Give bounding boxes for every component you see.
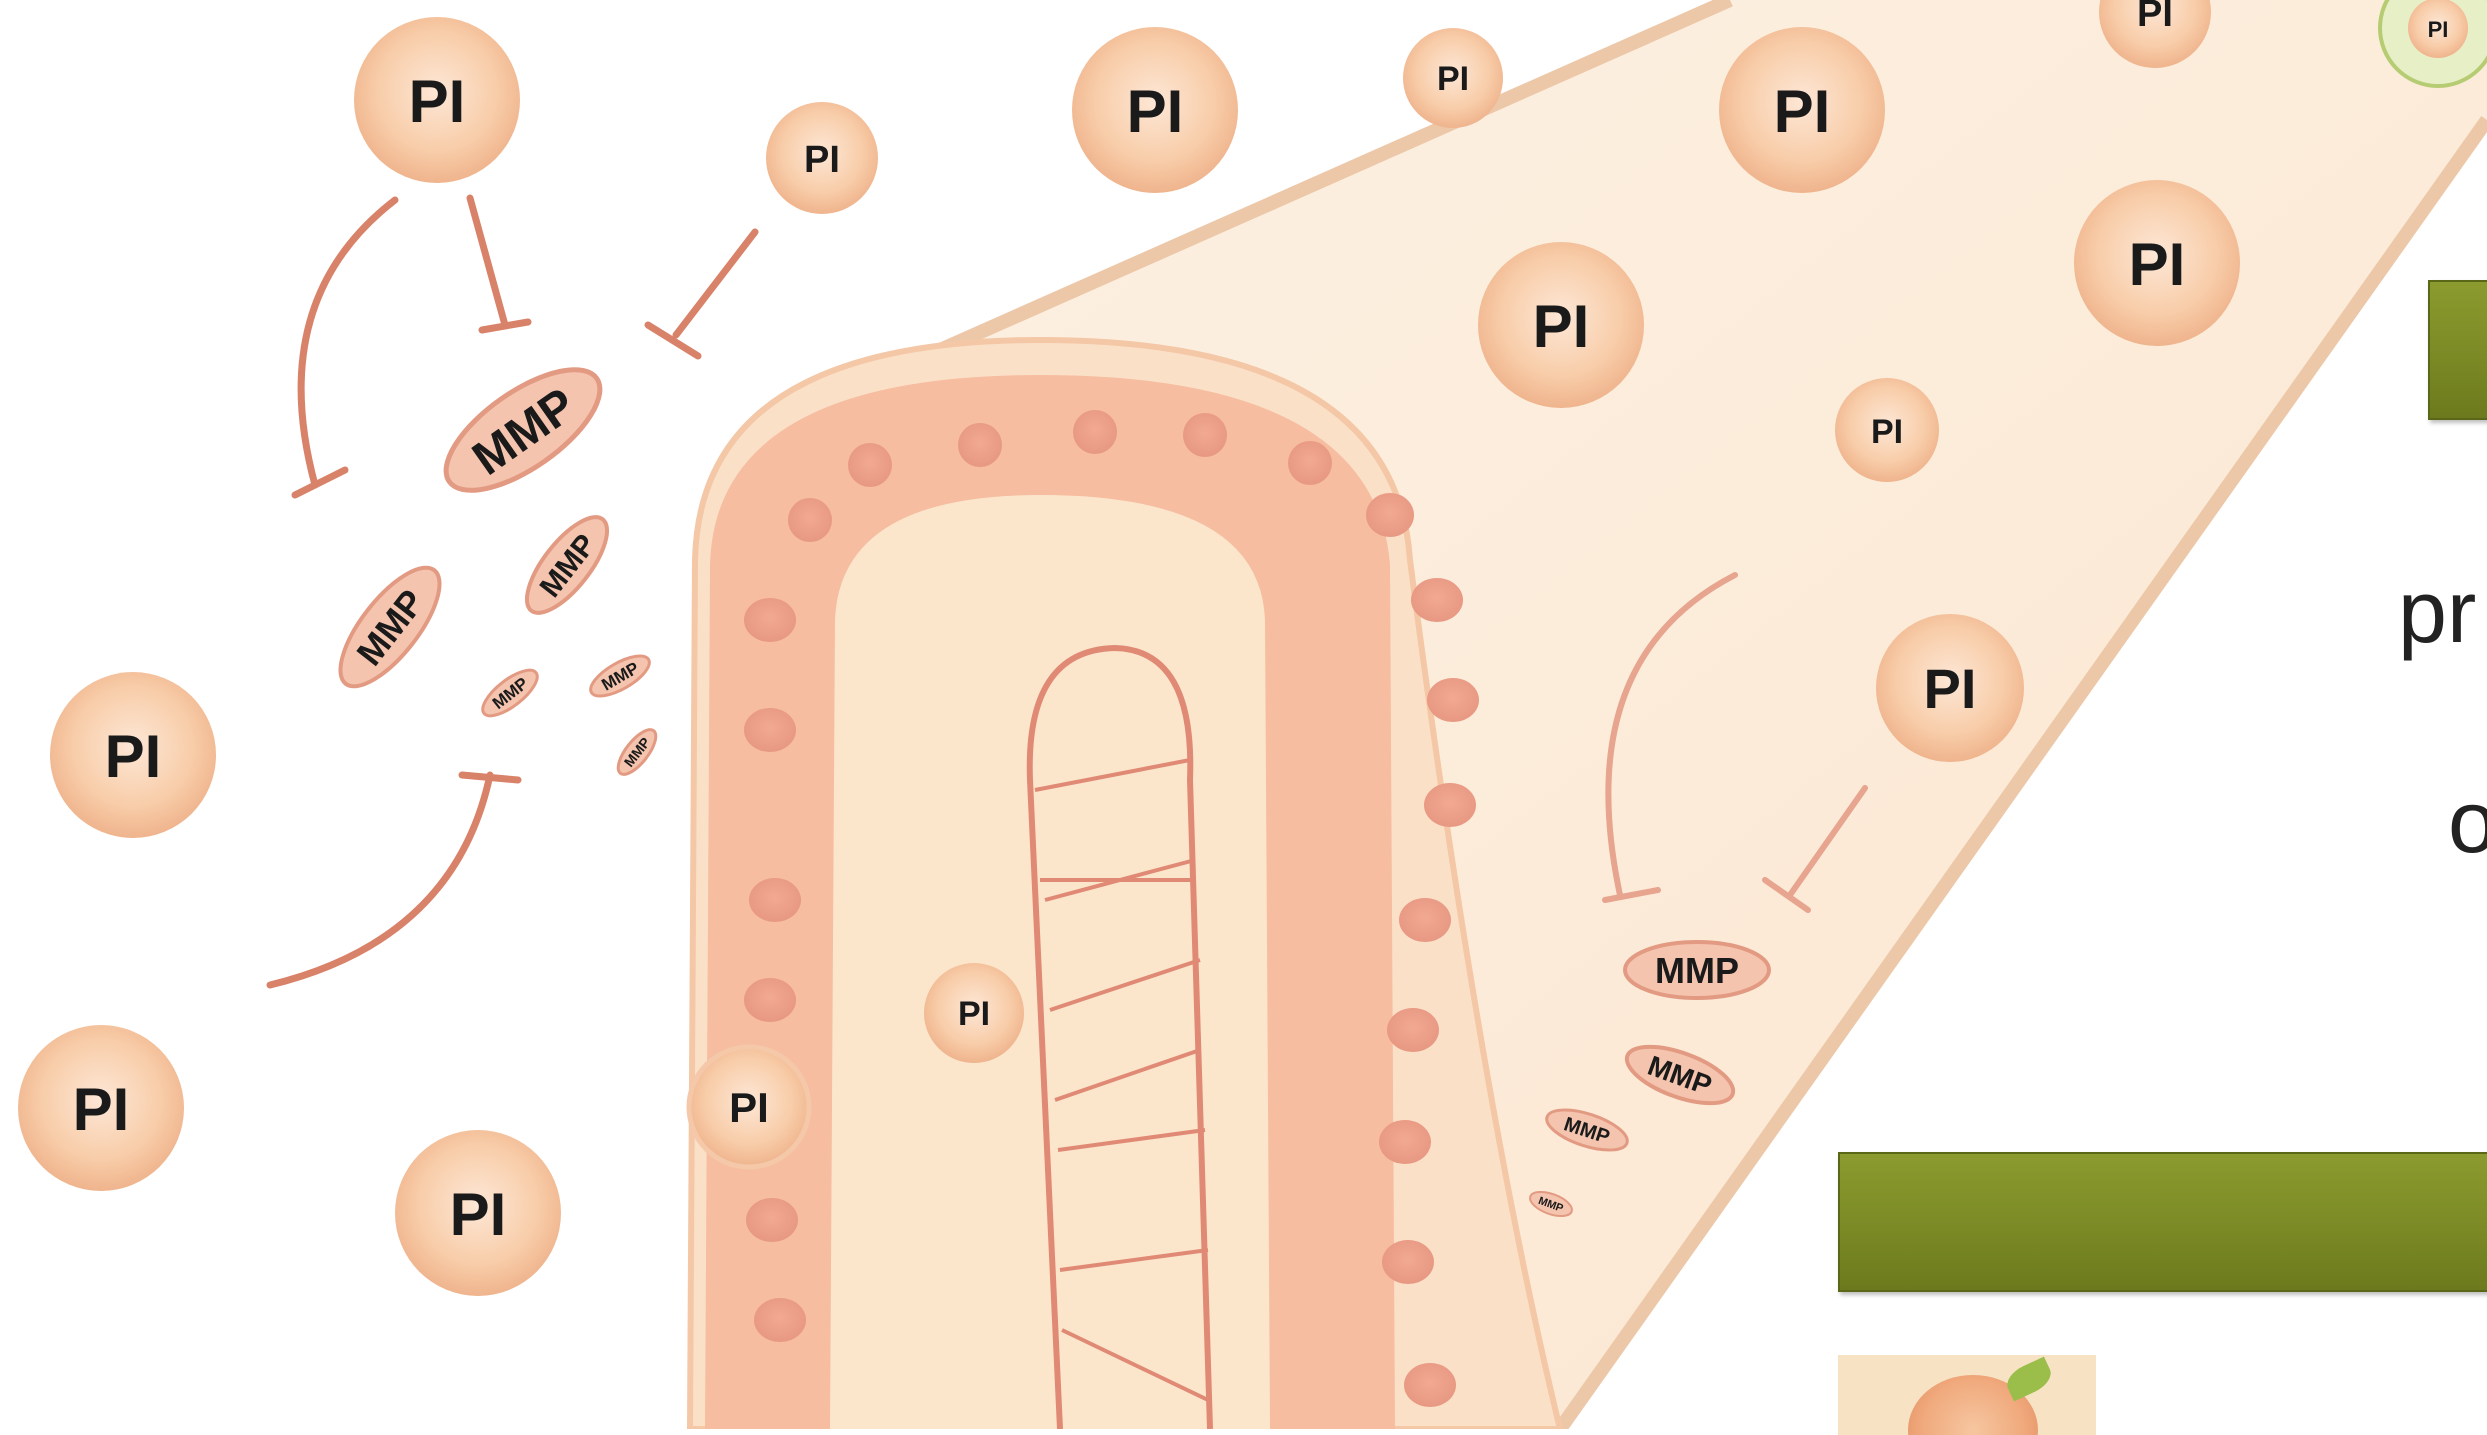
text-fragment-1: pr bbox=[2398, 568, 2476, 656]
pi-label: PI bbox=[2428, 17, 2449, 42]
mmp-1: MMP bbox=[427, 347, 618, 512]
pi-molecule-icon: PI bbox=[50, 672, 216, 838]
pi-label: PI bbox=[105, 723, 162, 790]
mmp-5: MMP bbox=[585, 648, 655, 704]
mmp-3: MMP bbox=[324, 553, 457, 701]
pi-molecule-icon: PI bbox=[2074, 180, 2240, 346]
pi-molecule-icon: PI bbox=[1478, 242, 1644, 408]
pi-label: PI bbox=[1871, 413, 1903, 451]
pi-label: PI bbox=[958, 995, 990, 1033]
mmp-6: MMP bbox=[612, 724, 663, 780]
inhibition-arrow-icon bbox=[270, 198, 755, 985]
thumbnail-leaf-icon bbox=[2002, 1357, 2056, 1402]
pi-label: PI bbox=[73, 1076, 130, 1143]
pi-molecule-icon: PI bbox=[1072, 27, 1238, 193]
pi-label: PI bbox=[2129, 231, 2186, 298]
mmp-label: MMP bbox=[1655, 950, 1739, 991]
pi-label: PI bbox=[1533, 293, 1590, 360]
pi-label: PI bbox=[450, 1181, 507, 1248]
pi-label: PI bbox=[2137, 0, 2173, 35]
pi-label: PI bbox=[729, 1084, 769, 1131]
pi-molecule-icon: PI bbox=[1403, 28, 1503, 128]
mmp-2: MMP bbox=[513, 505, 621, 625]
pi-molecule-icon: PI bbox=[1719, 27, 1885, 193]
mmp-7: MMP bbox=[1625, 942, 1769, 998]
pi-label: PI bbox=[1127, 78, 1184, 145]
pi-label: PI bbox=[1437, 60, 1469, 98]
pi-molecule-icon: PI bbox=[395, 1130, 561, 1296]
pi-molecule-icon: PI bbox=[766, 102, 878, 214]
intestine-thumbnail-icon bbox=[1838, 1355, 2096, 1435]
pi-molecule-icon: PI bbox=[689, 1047, 809, 1167]
pi-molecule-icon: PI bbox=[1876, 614, 2024, 762]
pi-molecule-icon: PI bbox=[18, 1025, 184, 1191]
pi-label: PI bbox=[804, 139, 840, 181]
pi-label: PI bbox=[409, 68, 466, 135]
pi-label: PI bbox=[1774, 78, 1831, 145]
pi-molecule-icon: PI bbox=[924, 963, 1024, 1063]
pi-molecule-icon: PI bbox=[354, 17, 520, 183]
green-header-bar-bottom bbox=[1838, 1152, 2487, 1292]
green-header-bar-top bbox=[2428, 280, 2487, 420]
pi-molecule-icon: PI bbox=[1835, 378, 1939, 482]
mmp-4: MMP bbox=[476, 662, 544, 723]
pi-label: PI bbox=[1924, 657, 1977, 720]
text-fragment-2: o bbox=[2448, 778, 2487, 866]
